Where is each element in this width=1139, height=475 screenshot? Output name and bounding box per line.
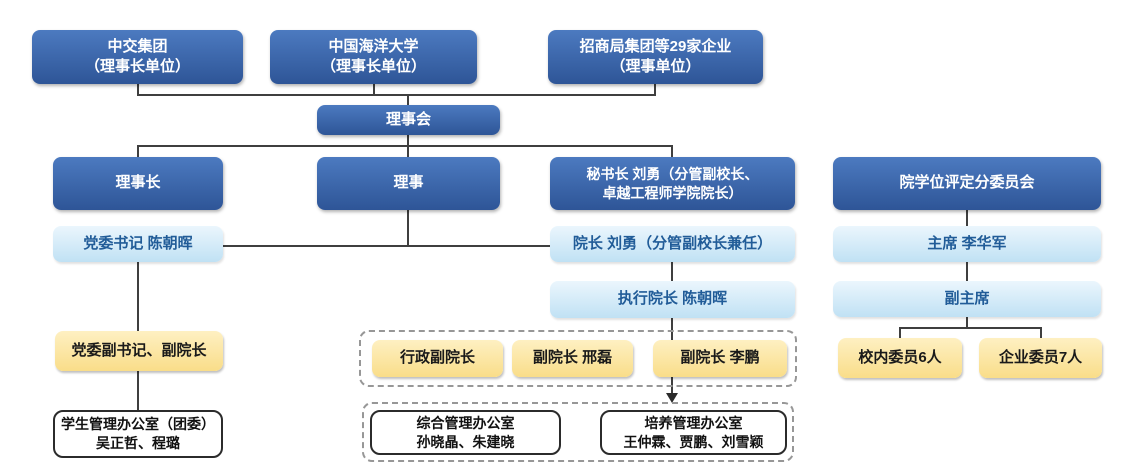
node-label-line2: （理事长单位） [320, 58, 426, 75]
connector-partysec-down [137, 262, 139, 331]
node-label: 理事会 [385, 110, 431, 128]
node-general-office: 综合管理办公室 孙晓晶、朱建晓 [370, 410, 561, 455]
node-label: 主席 李华军 [927, 234, 1007, 252]
node-director: 理事 [317, 157, 500, 210]
connector-org2-down [373, 84, 375, 94]
node-campus-members: 校内委员6人 [838, 338, 962, 378]
connector-execdean-down [671, 318, 673, 340]
node-committee-chair: 主席 李华军 [833, 226, 1101, 262]
node-label: 副院长 邢磊 [532, 349, 613, 367]
node-chairman: 理事长 [53, 157, 223, 210]
connector-council-down [407, 134, 409, 145]
connector-to-chairman [137, 145, 139, 157]
node-secretary: 秘书长 刘勇（分管副校长、 卓越工程师学院院长） [550, 157, 795, 210]
node-admin-vice-dean: 行政副院长 [372, 340, 503, 377]
connector-committee-chair [966, 210, 968, 226]
connector-tier3-bus [137, 145, 673, 147]
offices-dashed-group [362, 402, 794, 462]
node-label-line2: 卓越工程师学院院长） [602, 184, 743, 201]
connector-to-campus-members [899, 327, 901, 338]
node-label: 副院长 李鹏 [680, 349, 760, 367]
node-label: 校内委员6人 [858, 348, 942, 366]
node-exec-dean: 执行院长 陈朝晖 [550, 281, 795, 318]
connector-dean-execdean [671, 262, 673, 281]
node-enterprise-members: 企业委员7人 [979, 338, 1102, 378]
node-label-line1: 中国海洋大学 [328, 37, 419, 55]
node-label: 党委副书记、副院长 [71, 341, 207, 359]
connector-org1-down [137, 84, 139, 94]
node-label: 行政副院长 [399, 349, 475, 367]
node-label-line2: （理事单位） [610, 58, 701, 75]
connector-to-council [407, 94, 409, 105]
node-vice-dean-xinglei: 副院长 邢磊 [512, 340, 633, 377]
vice-deans-dashed-group [359, 330, 797, 387]
node-label-line2: 王仲霖、贾鹏、刘雪颖 [623, 433, 764, 450]
arrow-down-icon [666, 393, 678, 403]
node-label-line1: 综合管理办公室 [416, 414, 515, 431]
node-student-office: 学生管理办公室（团委） 吴正哲、程璐 [53, 410, 223, 458]
node-label-line2: （理事长单位） [84, 58, 190, 75]
connector-vicechair-down [966, 317, 968, 327]
connector-to-enterprise-members [1040, 327, 1042, 338]
node-party-secretary: 党委书记 陈朝晖 [53, 226, 223, 262]
node-label: 企业委员7人 [998, 348, 1083, 366]
node-org-zhongjiao: 中交集团 （理事长单位） [32, 30, 243, 84]
node-label-line1: 培养管理办公室 [644, 414, 743, 431]
node-deputy-party-secretary: 党委副书记、副院长 [55, 331, 223, 371]
node-training-office: 培养管理办公室 王仲霖、贾鹏、刘雪颖 [600, 410, 787, 455]
node-label-line2: 孙晓晶、朱建晓 [416, 433, 515, 450]
connector-members-bus [899, 327, 1042, 329]
node-label: 理事长 [115, 174, 161, 192]
connector-director-down [407, 210, 409, 247]
node-vice-chair: 副主席 [833, 281, 1101, 317]
node-label: 执行院长 陈朝晖 [617, 290, 728, 308]
node-org-merchants: 招商局集团等29家企业 （理事单位） [548, 30, 763, 84]
connector-top-bus [137, 94, 656, 96]
node-vice-dean-lipeng: 副院长 李鹏 [653, 340, 787, 377]
node-label-line2: 吴正哲、程璐 [96, 435, 180, 451]
node-label: 院学位评定分委员会 [899, 174, 1035, 192]
node-degree-committee: 院学位评定分委员会 [833, 157, 1101, 210]
node-council: 理事会 [317, 105, 500, 135]
connector-deputysec-down [137, 371, 139, 410]
node-label: 院长 刘勇（分管副校长兼任） [572, 234, 773, 252]
node-dean: 院长 刘勇（分管副校长兼任） [550, 226, 795, 262]
node-org-ouc: 中国海洋大学 （理事长单位） [270, 30, 477, 84]
node-label-line1: 中交集团 [107, 37, 168, 55]
connector-to-director [407, 145, 409, 157]
connector-to-secretary [671, 145, 673, 157]
connector-org3-down [654, 84, 656, 94]
connector-partysec-dean [223, 245, 550, 247]
node-label-line1: 招商局集团等29家企业 [579, 37, 732, 55]
node-label: 党委书记 陈朝晖 [83, 234, 193, 252]
node-label: 副主席 [944, 289, 990, 307]
node-label: 理事 [393, 174, 424, 192]
node-label-line1: 学生管理办公室（团委） [61, 416, 215, 433]
connector-chair-vicechair [966, 262, 968, 281]
node-label-line1: 秘书长 刘勇（分管副校长、 [586, 165, 759, 182]
